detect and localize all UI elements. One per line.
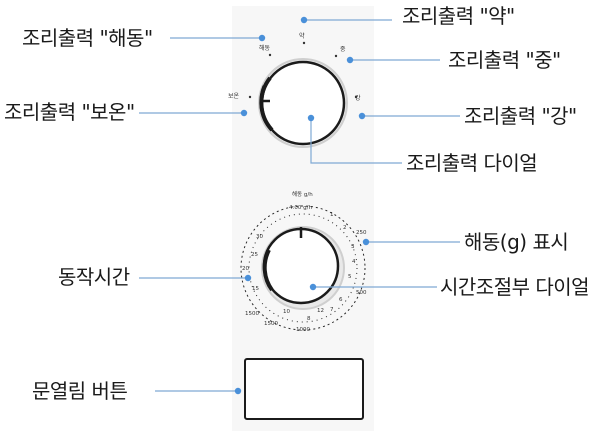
mark-timer-upper: 4:00 g/h <box>289 205 312 211</box>
label-power-high: 조리출력 "강" <box>464 104 577 128</box>
mark-timer-right: 250 <box>356 230 367 236</box>
mark-timer-bottom-a: 10 <box>283 309 290 315</box>
timer-dial-marks: 해동 g/h 4:00 g/h 250 500 1000 30 25 20 15… <box>242 190 367 333</box>
mark-power-top: 약 <box>299 32 305 40</box>
mark-timer-top: 해동 g/h <box>292 190 313 198</box>
leader-dots <box>234 16 370 395</box>
mark-timer-left-upper: 25 <box>251 252 258 258</box>
mark-timer-left-bottom2: 1500 <box>264 321 278 327</box>
dot-defrost-weight <box>362 238 370 246</box>
leader-lines <box>139 19 460 392</box>
mark-power-right: 강 <box>355 94 361 102</box>
mark-timer-tick-4: 4 <box>352 259 356 265</box>
door-open-button[interactable] <box>244 358 364 420</box>
power-dial-grip-outer <box>259 85 268 123</box>
label-cook-time: 동작시간 <box>58 265 130 289</box>
mark-timer-tick-2: 2 <box>343 225 347 231</box>
mark-timer-tick-3: 3 <box>351 244 355 250</box>
dot-power-defrost <box>258 34 266 42</box>
mark-timer-left-low: 15 <box>252 286 259 292</box>
timer-dial[interactable] <box>240 205 366 331</box>
dot-power-dial <box>307 114 315 122</box>
label-power-defrost: 조리출력 "해동" <box>22 26 153 50</box>
mark-timer-tick-7: 7 <box>330 307 334 313</box>
mark-timer-left-mid: 20 <box>242 266 249 272</box>
dot-power-high <box>358 112 366 120</box>
power-dial-knob <box>260 60 346 146</box>
label-power-medium: 조리출력 "중" <box>448 48 561 72</box>
mark-power-upper-right: 중 <box>340 46 346 53</box>
dot-power-low <box>300 16 308 24</box>
dot-timer-dial <box>309 283 317 291</box>
timer-dial-grip <box>262 249 274 292</box>
label-door-button: 문열림 버튼 <box>32 379 128 403</box>
mark-timer-lower-right: 500 <box>356 290 367 296</box>
dot-power-medium <box>346 56 354 64</box>
label-power-warm: 조리출력 "보온" <box>4 100 135 124</box>
mark-timer-tick-5: 5 <box>348 274 352 280</box>
mark-power-left: 보온 <box>228 93 240 100</box>
dot-power-warm <box>240 109 248 117</box>
dot-cook-time <box>244 274 252 282</box>
timer-scale-ticks <box>248 213 358 323</box>
timer-dial-knob <box>262 227 340 305</box>
label-power-dial: 조리출력 다이얼 <box>406 151 538 175</box>
mark-timer-tick-8: 8 <box>307 316 311 322</box>
leader-power-dial <box>310 118 402 164</box>
mark-power-upper-left: 해동 <box>259 44 271 52</box>
mark-timer-bottom-b: 12 <box>317 308 324 314</box>
power-dial[interactable] <box>258 58 348 148</box>
mark-timer-bottom: 1000 <box>296 327 310 333</box>
label-power-low: 조리출력 "약" <box>402 4 515 28</box>
timer-scale-ring <box>240 205 366 331</box>
label-timer-dial: 시간조절부 다이얼 <box>440 275 590 299</box>
dot-door-button <box>234 387 242 395</box>
power-dial-marks: 약 해동 중 보온 강 <box>228 32 361 102</box>
label-defrost-weight: 해동(g) 표시 <box>464 230 569 254</box>
mark-timer-left-bottom: 1500 <box>245 311 259 317</box>
mark-timer-tick-6: 6 <box>339 297 343 303</box>
mark-timer-tick-1: 1 <box>330 212 334 218</box>
mark-timer-left-top: 30 <box>256 234 263 240</box>
